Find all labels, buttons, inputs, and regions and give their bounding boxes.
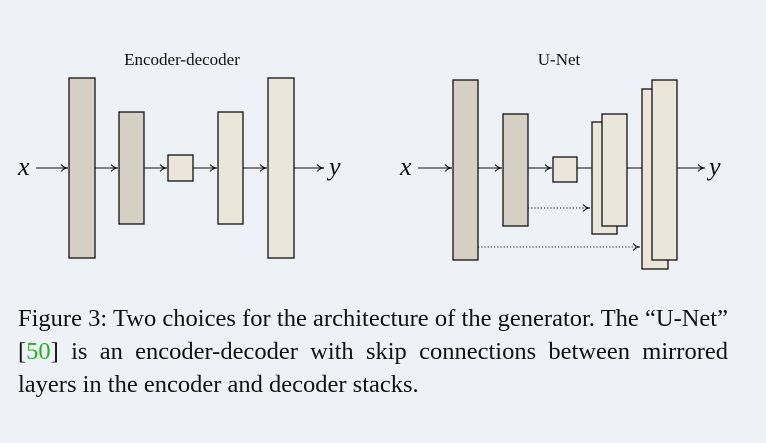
output-y-label: y — [326, 152, 341, 181]
encoder-layer — [452, 79, 479, 261]
input-x-label: x — [399, 152, 412, 181]
decoder-layer — [651, 79, 678, 261]
decoder-layer — [217, 111, 244, 225]
encoder-decoder-diagram: Encoder-decoder x y — [17, 50, 341, 259]
figure-caption: Figure 3: Two choices for the architectu… — [18, 302, 728, 401]
bottleneck-layer — [552, 156, 578, 183]
caption-text-continued: ] is an encoder-decoder with skip connec… — [18, 338, 728, 398]
input-x-label: x — [17, 152, 30, 181]
bottleneck-layer — [167, 154, 194, 182]
caption-text: Figure 3: Two choices for the architectu… — [18, 305, 728, 365]
encoder-layer — [118, 111, 145, 225]
output-y-label: y — [706, 152, 721, 181]
encoder-layer — [502, 113, 529, 227]
encoder-layer — [68, 77, 96, 259]
encoder-decoder-title: Encoder-decoder — [124, 50, 240, 69]
unet-title: U-Net — [538, 50, 581, 69]
unet-diagram: U-Net x y — [399, 50, 721, 270]
citation-link[interactable]: 50 — [26, 338, 51, 365]
architecture-diagram: Encoder-decoder x y U-Net x — [17, 50, 721, 270]
decoder-layer — [267, 77, 295, 259]
decoder-layer — [601, 113, 628, 227]
